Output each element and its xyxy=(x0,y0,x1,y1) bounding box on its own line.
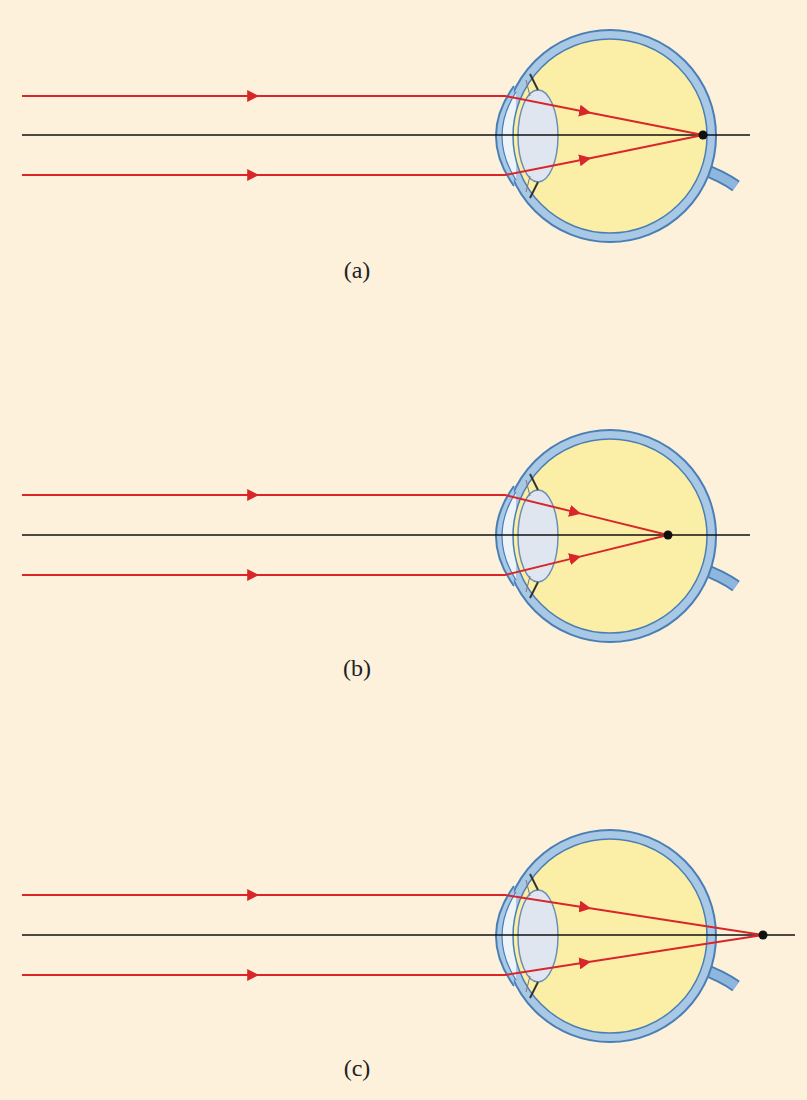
myopic-eye xyxy=(22,430,750,642)
panel-label: (b) xyxy=(343,655,371,682)
hyperopic-eye xyxy=(22,830,795,1042)
panel-label: (c) xyxy=(344,1055,371,1082)
normal-eye xyxy=(22,30,750,242)
panel-label: (a) xyxy=(344,257,371,284)
